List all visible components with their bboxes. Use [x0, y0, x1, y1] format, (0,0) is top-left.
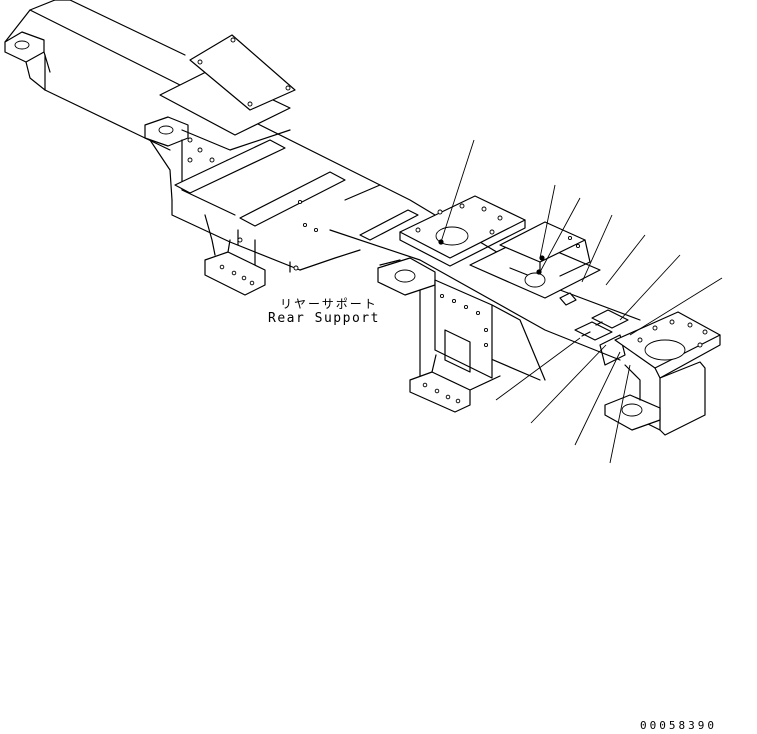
left-foot-bracket: [204, 214, 266, 296]
center-mount: [469, 221, 601, 299]
drawing-number: 00058390: [640, 719, 717, 732]
center-hanger: [377, 257, 546, 391]
center-top-plate: [399, 195, 526, 267]
rear-end-box: [604, 361, 706, 436]
right-top-plate: [614, 311, 721, 379]
center-foot-bracket: [409, 354, 501, 413]
rear-support-label-jp: リヤーサポート: [280, 297, 378, 311]
top-plate: [159, 34, 296, 136]
leader-lines: [440, 139, 723, 464]
rear-support-label-en: Rear Support: [268, 311, 380, 326]
cross-members: [174, 139, 419, 241]
front-bracket: [4, 31, 51, 91]
hinge-tabs: [559, 292, 629, 366]
mid-bracket: [144, 116, 291, 216]
